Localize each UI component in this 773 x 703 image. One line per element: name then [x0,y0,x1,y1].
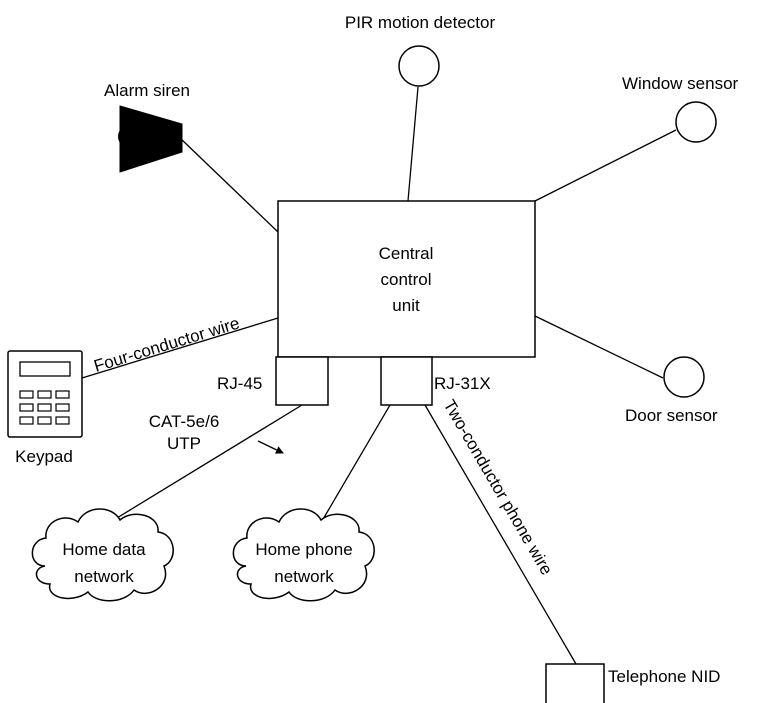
phone-network-wire [321,404,391,522]
keypad-label: Keypad [15,447,73,466]
siren-wire [179,137,279,233]
home-data-network-label-line1: Home data [62,540,146,559]
home-data-network-label-line2: network [74,567,134,586]
control-unit-label-line1: Central [379,244,434,263]
pir-sensor-icon [398,45,440,87]
control-unit-label-line2: control [380,270,431,289]
keypad-icon [7,350,83,438]
pir-label: PIR motion detector [345,13,496,32]
pir-wire [407,86,419,202]
home-phone-network-label-line2: network [274,567,334,586]
cat5-label-line1: CAT-5e/6 [149,412,220,431]
cat5-arrow [257,440,284,454]
cat5-wire [111,404,303,522]
rj31x-jack [380,356,433,406]
rj45-jack [275,356,329,406]
two-conductor-phone-wire [424,404,577,665]
cat5-label-line2: UTP [167,434,201,453]
window-wire [534,129,677,202]
telephone-nid-box [545,663,605,703]
rj31x-label: RJ-31X [434,374,491,393]
siren-label: Alarm siren [104,81,190,100]
door-sensor-icon [663,356,705,398]
window-sensor-icon [675,101,717,143]
two-conductor-wire-label: Two-conductor phone wire [440,396,557,578]
control-unit-label-line3: unit [392,296,420,315]
siren-horn-icon [118,105,183,173]
door-sensor-label: Door sensor [625,406,718,425]
home-data-network-cloud-icon [31,508,174,602]
central-control-unit [277,200,536,358]
home-phone-network-label-line1: Home phone [255,540,352,559]
door-wire [534,315,664,379]
rj45-label: RJ-45 [217,374,262,393]
telephone-nid-label: Telephone NID [608,667,720,686]
four-conductor-wire [81,317,279,379]
home-phone-network-cloud-icon [232,508,375,602]
four-conductor-wire-label: Four-conductor wire [92,313,242,375]
window-sensor-label: Window sensor [622,74,739,93]
